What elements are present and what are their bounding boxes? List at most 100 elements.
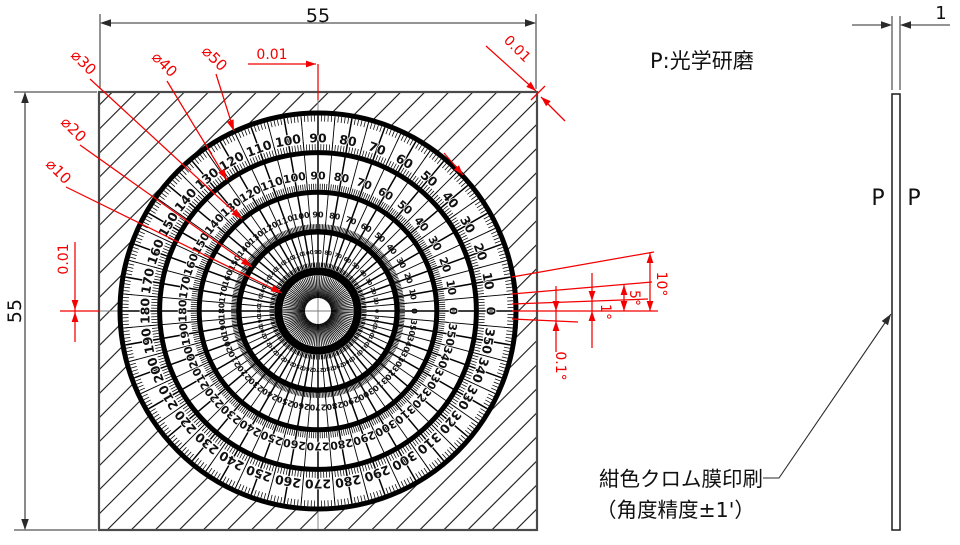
svg-text:70: 70 (333, 252, 342, 260)
svg-text:280: 280 (322, 364, 335, 372)
left-height-dimension: 55 (4, 299, 26, 323)
diameter-label-30: ⌀30 (67, 46, 100, 79)
top-width-dimension: 55 (306, 5, 330, 27)
svg-text:180: 180 (257, 305, 263, 317)
svg-text:70: 70 (344, 215, 358, 227)
red-annotations (60, 45, 658, 352)
svg-text:190: 190 (257, 315, 265, 328)
angle-label-0p1deg: 0.1° (552, 351, 568, 380)
svg-text:20: 20 (436, 255, 454, 274)
svg-text:190: 190 (138, 327, 157, 356)
svg-text:70: 70 (366, 138, 388, 158)
svg-text:80: 80 (338, 132, 358, 150)
surface-mark-right: P (907, 186, 920, 211)
svg-text:110: 110 (276, 214, 295, 228)
svg-text:180: 180 (138, 298, 153, 324)
svg-text:30: 30 (425, 234, 444, 254)
svg-text:70: 70 (355, 175, 374, 193)
svg-text:260: 260 (292, 400, 310, 412)
svg-text:90: 90 (310, 170, 326, 183)
left-centerline-tolerance: 0.01 (56, 243, 72, 274)
svg-text:10: 10 (371, 297, 378, 306)
svg-text:80: 80 (333, 170, 351, 186)
svg-text:250: 250 (258, 428, 284, 448)
svg-text:150: 150 (262, 275, 273, 288)
svg-text:290: 290 (341, 394, 360, 408)
corner-tolerance: 0.01 (500, 32, 533, 65)
svg-text:60: 60 (359, 221, 374, 235)
svg-text:100: 100 (302, 250, 315, 258)
svg-text:170: 170 (218, 285, 230, 303)
svg-text:210: 210 (262, 333, 273, 346)
svg-text:240: 240 (282, 356, 295, 367)
svg-text:0: 0 (484, 307, 499, 316)
top-centerline-tolerance: 0.01 (256, 47, 287, 63)
svg-text:260: 260 (282, 435, 307, 452)
svg-text:270: 270 (305, 477, 331, 492)
svg-text:50: 50 (395, 198, 415, 218)
diameter-label-40: ⌀40 (148, 48, 181, 81)
svg-text:280: 280 (334, 472, 363, 491)
svg-text:350: 350 (442, 322, 459, 347)
svg-text:300: 300 (340, 356, 353, 367)
svg-text:280: 280 (325, 400, 343, 412)
svg-text:180: 180 (177, 299, 190, 322)
svg-text:290: 290 (331, 361, 344, 371)
svg-text:270: 270 (312, 366, 324, 372)
svg-text:10: 10 (407, 288, 418, 301)
svg-text:350: 350 (479, 327, 498, 356)
svg-text:190: 190 (177, 322, 194, 347)
side-thickness-dimension: 1 (935, 3, 946, 24)
angle-label-1deg: 1° (597, 304, 613, 320)
svg-text:190: 190 (218, 318, 230, 336)
svg-text:30: 30 (457, 213, 479, 236)
diameter-label-10: ⌀10 (42, 155, 75, 188)
svg-text:120: 120 (283, 255, 296, 266)
svg-text:10: 10 (479, 271, 497, 291)
svg-text:170: 170 (257, 295, 265, 308)
svg-text:60: 60 (342, 256, 352, 265)
svg-text:40: 40 (439, 188, 462, 211)
black-dimension-lines (14, 14, 537, 531)
svg-text:100: 100 (274, 131, 303, 150)
svg-text:160: 160 (181, 251, 201, 277)
svg-text:270: 270 (306, 440, 329, 453)
diameter-label-20: ⌀20 (57, 113, 90, 146)
svg-text:20: 20 (368, 287, 376, 296)
svg-text:200: 200 (221, 334, 235, 353)
svg-text:250: 250 (292, 361, 305, 371)
svg-text:20: 20 (471, 241, 491, 263)
svg-text:0: 0 (410, 308, 419, 314)
svg-text:170: 170 (138, 267, 157, 296)
svg-text:90: 90 (312, 211, 324, 220)
svg-text:50: 50 (350, 262, 360, 272)
surface-mark-left: P (871, 186, 884, 211)
svg-text:330: 330 (363, 334, 374, 347)
polish-note: P:光学研磨 (650, 49, 754, 73)
svg-text:100: 100 (292, 211, 310, 223)
svg-text:160: 160 (221, 268, 235, 287)
svg-text:90: 90 (314, 250, 322, 256)
svg-text:280: 280 (329, 436, 354, 453)
svg-text:350: 350 (407, 319, 419, 337)
svg-text:110: 110 (292, 252, 305, 262)
svg-text:100: 100 (282, 170, 307, 187)
svg-text:80: 80 (324, 250, 333, 257)
svg-text:0: 0 (447, 307, 460, 315)
print-note-line2: （角度精度±1'） (596, 498, 755, 522)
svg-text:250: 250 (275, 394, 294, 408)
svg-text:50: 50 (418, 167, 441, 190)
svg-text:80: 80 (328, 211, 341, 222)
svg-text:180: 180 (218, 302, 227, 319)
svg-text:270: 270 (309, 403, 326, 412)
svg-text:340: 340 (435, 344, 455, 370)
svg-text:340: 340 (368, 324, 378, 337)
svg-text:160: 160 (259, 285, 269, 298)
svg-text:340: 340 (401, 334, 415, 353)
svg-text:0: 0 (373, 309, 379, 313)
svg-text:260: 260 (274, 472, 303, 491)
svg-text:40: 40 (412, 214, 432, 234)
angle-label-10deg: 10° (653, 272, 669, 297)
